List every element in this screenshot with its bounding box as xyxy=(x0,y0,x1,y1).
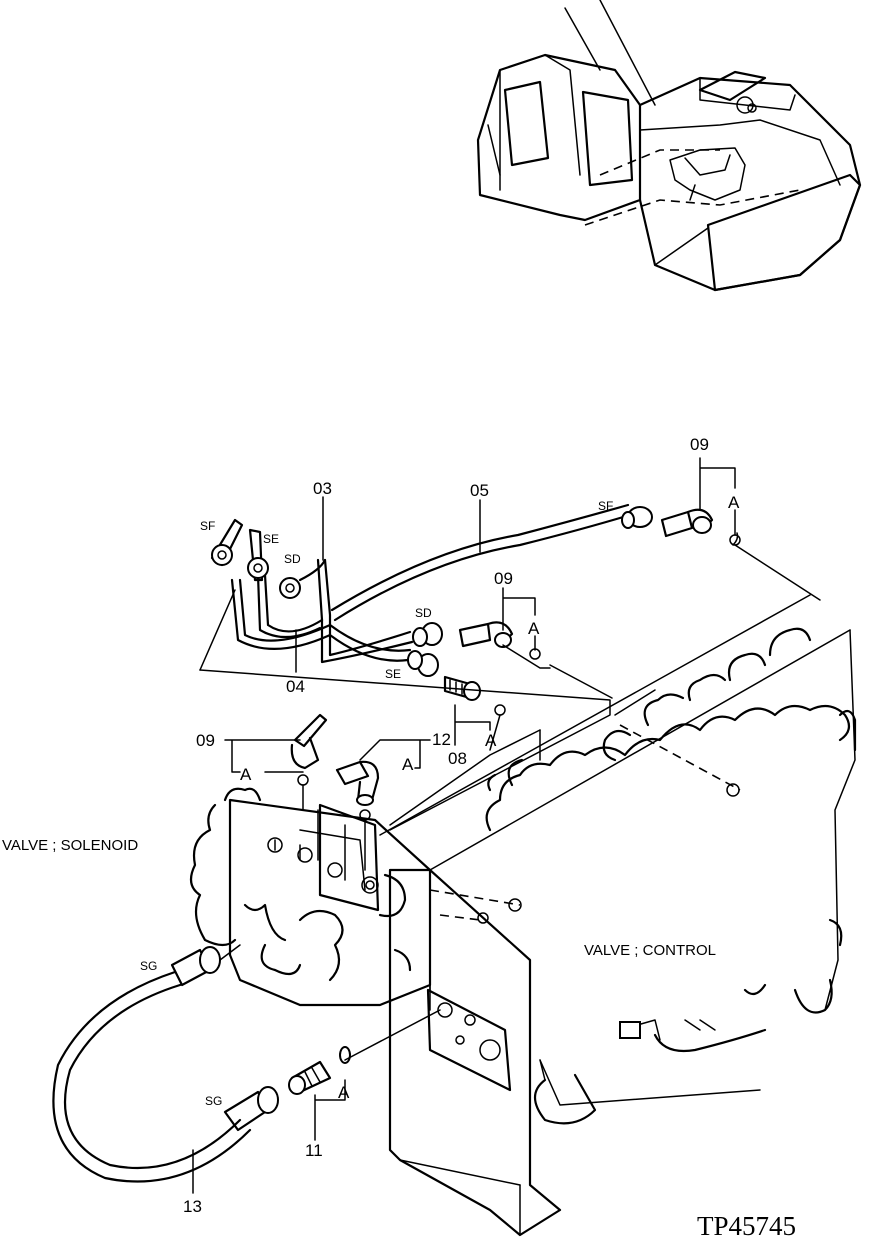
part-label-09-mid: 09 xyxy=(494,569,513,588)
part-label-11: 11 xyxy=(305,1141,323,1160)
ref-label-a-3: A xyxy=(240,765,252,784)
port-label-sg-upper: SG xyxy=(140,959,157,973)
hose-04 xyxy=(230,573,412,662)
part-label-09-top: 09 xyxy=(690,435,709,454)
hose-13 xyxy=(52,946,279,1183)
hose-03 xyxy=(298,558,414,664)
mounting-bracket xyxy=(388,868,562,1237)
adapter-11 xyxy=(288,1046,351,1095)
part-label-09-low: 09 xyxy=(196,731,215,750)
component-labels: VALVE ; SOLENOID VALVE ; CONTROL xyxy=(2,837,716,959)
port-label-sf-right: SF xyxy=(598,499,613,513)
solenoid-valve-block xyxy=(189,787,432,1007)
excavator-locator xyxy=(476,0,862,292)
hose-fittings-left xyxy=(210,506,653,677)
ref-label-a-2: A xyxy=(528,619,540,638)
ref-label-a-1: A xyxy=(728,493,740,512)
reference-labels: A A A A A A xyxy=(240,493,740,1102)
part-label-12: 12 xyxy=(432,730,451,749)
ref-label-a-4: A xyxy=(402,755,414,774)
label-leaders xyxy=(192,457,736,1194)
part-label-08: 08 xyxy=(448,749,467,768)
part-label-03: 03 xyxy=(313,479,332,498)
part-number-labels: 03 04 05 08 09 09 09 11 12 13 xyxy=(183,435,709,1216)
port-labels: SF SE SD SF SD SE SG SG xyxy=(140,499,613,1108)
hose-05 xyxy=(330,503,632,622)
port-label-sd-right: SD xyxy=(415,606,432,620)
port-label-sd-left: SD xyxy=(284,552,301,566)
adapter-08 xyxy=(443,675,506,716)
ref-label-a-6: A xyxy=(338,1083,350,1102)
solenoid-valve-label: VALVE ; SOLENOID xyxy=(2,837,138,854)
port-label-sf-left: SF xyxy=(200,519,215,533)
elbow-fitting-09-top xyxy=(660,508,741,546)
port-label-se-left: SE xyxy=(263,532,279,546)
leader-lines xyxy=(199,544,821,1061)
part-label-04: 04 xyxy=(286,677,305,696)
elbow-fitting-12 xyxy=(335,760,380,821)
ref-label-a-5: A xyxy=(485,731,497,750)
port-label-sg-lower: SG xyxy=(205,1094,222,1108)
part-label-13: 13 xyxy=(183,1197,202,1216)
elbow-fitting-09-low xyxy=(290,713,328,786)
image-id-label: TP45745 xyxy=(697,1211,796,1241)
port-label-se-right: SE xyxy=(385,667,401,681)
control-valve-body xyxy=(379,594,857,1125)
part-label-05: 05 xyxy=(470,481,489,500)
control-valve-label: VALVE ; CONTROL xyxy=(584,942,716,959)
